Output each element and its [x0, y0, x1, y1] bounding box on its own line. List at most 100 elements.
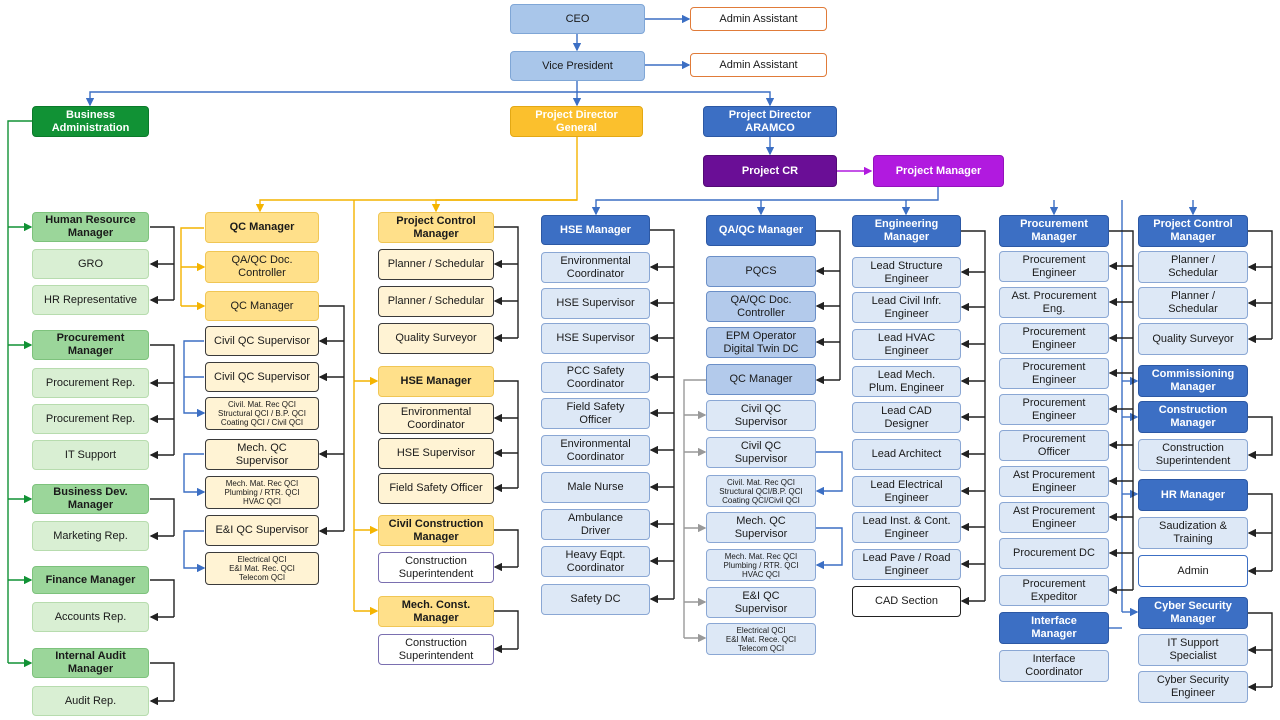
- interface-manager-box[interactable]: Interface Manager: [999, 612, 1109, 644]
- proc-item-4-box[interactable]: Procurement Engineer: [999, 358, 1109, 389]
- hr-manager-r-box[interactable]: HR Manager: [1138, 479, 1248, 511]
- mech-qci-box[interactable]: Mech. Mat. Rec QCI Plumbing / RTR. QCI H…: [205, 476, 319, 509]
- planner-schedular-2-box[interactable]: Planner / Schedular: [378, 286, 494, 317]
- epm-operator-box[interactable]: EPM Operator Digital Twin DC: [706, 327, 816, 358]
- ei-qci-aramco-box[interactable]: Electrical QCI E&I Mat. Rece. QCI Teleco…: [706, 623, 816, 655]
- ceo-box[interactable]: CEO: [510, 4, 645, 34]
- mech-const-manager-box[interactable]: Mech. Const. Manager: [378, 596, 494, 627]
- construction-superintendent-r-box[interactable]: Construction Superintendent: [1138, 439, 1248, 471]
- interface-coordinator-box[interactable]: Interface Coordinator: [999, 650, 1109, 682]
- civil-qc-supervisor-a2-box[interactable]: Civil QC Supervisor: [706, 437, 816, 468]
- construction-superintendent-2-box[interactable]: Construction Superintendent: [378, 634, 494, 665]
- hr-manager-box[interactable]: Human Resource Manager: [32, 212, 149, 242]
- civil-qc-supervisor-1-box[interactable]: Civil QC Supervisor: [205, 326, 319, 356]
- proc-item-5-box[interactable]: Procurement Engineer: [999, 394, 1109, 425]
- procurement-rep-2-box[interactable]: Procurement Rep.: [32, 404, 149, 434]
- audit-rep-box[interactable]: Audit Rep.: [32, 686, 149, 716]
- eng-item-5-box[interactable]: Lead CAD Designer: [852, 402, 961, 433]
- ei-qc-supervisor-box[interactable]: E&I QC Supervisor: [205, 515, 319, 546]
- project-director-general-box[interactable]: Project Director General: [510, 106, 643, 137]
- planner-schedular-r1-box[interactable]: Planner / Schedular: [1138, 251, 1248, 283]
- hse-manager-aramco-box[interactable]: HSE Manager: [541, 215, 650, 245]
- accounts-rep-box[interactable]: Accounts Rep.: [32, 602, 149, 632]
- construction-superintendent-1-box[interactable]: Construction Superintendent: [378, 552, 494, 583]
- civil-construction-manager-box[interactable]: Civil Construction Manager: [378, 515, 494, 546]
- cyber-security-engineer-box[interactable]: Cyber Security Engineer: [1138, 671, 1248, 703]
- eng-item-9-box[interactable]: Lead Pave / Road Engineer: [852, 549, 961, 580]
- proc-item-7-box[interactable]: Ast Procurement Engineer: [999, 466, 1109, 497]
- procurement-manager-pm-box[interactable]: Procurement Manager: [999, 215, 1109, 247]
- eng-item-8-box[interactable]: Lead Inst. & Cont. Engineer: [852, 512, 961, 543]
- engineering-manager-box[interactable]: Engineering Manager: [852, 215, 961, 247]
- saudization-training-box[interactable]: Saudization & Training: [1138, 517, 1248, 549]
- field-safety-officer-pdg-box[interactable]: Field Safety Officer: [378, 473, 494, 504]
- ei-qc-supervisor-aramco-box[interactable]: E&I QC Supervisor: [706, 587, 816, 618]
- civil-qci-aramco-box[interactable]: Civil. Mat. Rec QCI Structural QCI/B.P. …: [706, 475, 816, 507]
- ei-qci-box[interactable]: Electrical QCI E&I Mat. Rec. QCI Telecom…: [205, 552, 319, 585]
- proc-item-9-box[interactable]: Procurement DC: [999, 538, 1109, 569]
- admin-assistant-vp[interactable]: Admin Assistant: [690, 53, 827, 77]
- project-cr-box[interactable]: Project CR: [703, 155, 837, 187]
- eng-item-1-box[interactable]: Lead Structure Engineer: [852, 257, 961, 288]
- eng-item-3-box[interactable]: Lead HVAC Engineer: [852, 329, 961, 360]
- construction-manager-box[interactable]: Construction Manager: [1138, 401, 1248, 433]
- proc-item-3-box[interactable]: Procurement Engineer: [999, 323, 1109, 354]
- quality-surveyor-box[interactable]: Quality Surveyor: [378, 323, 494, 354]
- proc-item-2-box[interactable]: Ast. Procurement Eng.: [999, 287, 1109, 318]
- gro-box[interactable]: GRO: [32, 249, 149, 279]
- mech-qc-supervisor-aramco-box[interactable]: Mech. QC Supervisor: [706, 512, 816, 543]
- hse-item-7-box[interactable]: Male Nurse: [541, 472, 650, 503]
- civil-qci-box[interactable]: Civil. Mat. Rec QCI Structural QCI / B.P…: [205, 397, 319, 430]
- eng-item-6-box[interactable]: Lead Architect: [852, 439, 961, 470]
- hse-supervisor-pdg-box[interactable]: HSE Supervisor: [378, 438, 494, 469]
- vice-president-box[interactable]: Vice President: [510, 51, 645, 81]
- business-administration-box[interactable]: Business Administration: [32, 106, 149, 137]
- admin-assistant-ceo[interactable]: Admin Assistant: [690, 7, 827, 31]
- civil-qc-supervisor-a1-box[interactable]: Civil QC Supervisor: [706, 400, 816, 431]
- proc-item-8-box[interactable]: Ast Procurement Engineer: [999, 502, 1109, 533]
- hse-item-10-box[interactable]: Safety DC: [541, 584, 650, 615]
- proc-item-6-box[interactable]: Procurement Officer: [999, 430, 1109, 461]
- business-dev-manager-box[interactable]: Business Dev. Manager: [32, 484, 149, 514]
- finance-manager-box[interactable]: Finance Manager: [32, 566, 149, 594]
- admin-box[interactable]: Admin: [1138, 555, 1248, 587]
- pqcs-box[interactable]: PQCS: [706, 256, 816, 287]
- hse-item-5-box[interactable]: Field Safety Officer: [541, 398, 650, 429]
- hr-representative-box[interactable]: HR Representative: [32, 285, 149, 315]
- hse-item-9-box[interactable]: Heavy Eqpt. Coordinator: [541, 546, 650, 577]
- environmental-coordinator-pdg-box[interactable]: Environmental Coordinator: [378, 403, 494, 434]
- mech-qci-aramco-box[interactable]: Mech. Mat. Rec QCI Plumbing / RTR. QCI H…: [706, 549, 816, 581]
- quality-surveyor-r-box[interactable]: Quality Surveyor: [1138, 323, 1248, 355]
- planner-schedular-1-box[interactable]: Planner / Schedular: [378, 249, 494, 280]
- qc-manager-box[interactable]: QC Manager: [205, 291, 319, 321]
- internal-audit-manager-box[interactable]: Internal Audit Manager: [32, 648, 149, 678]
- qaqc-manager-aramco-box[interactable]: QA/QC Manager: [706, 215, 816, 246]
- project-manager-box[interactable]: Project Manager: [873, 155, 1004, 187]
- proc-item-1-box[interactable]: Procurement Engineer: [999, 251, 1109, 282]
- hse-item-3-box[interactable]: HSE Supervisor: [541, 323, 650, 354]
- hse-item-6-box[interactable]: Environmental Coordinator: [541, 435, 650, 466]
- it-support-box[interactable]: IT Support: [32, 440, 149, 470]
- project-control-manager-pm-box[interactable]: Project Control Manager: [1138, 215, 1248, 247]
- commissioning-manager-box[interactable]: Commissioning Manager: [1138, 365, 1248, 397]
- civil-qc-supervisor-2-box[interactable]: Civil QC Supervisor: [205, 362, 319, 392]
- qaqc-doc-controller-box[interactable]: QA/QC Doc. Controller: [205, 251, 319, 283]
- planner-schedular-r2-box[interactable]: Planner / Schedular: [1138, 287, 1248, 319]
- qaqc-doc-controller-aramco-box[interactable]: QA/QC Doc. Controller: [706, 291, 816, 322]
- mech-qc-supervisor-box[interactable]: Mech. QC Supervisor: [205, 439, 319, 470]
- cyber-security-manager-box[interactable]: Cyber Security Manager: [1138, 597, 1248, 629]
- hse-item-1-box[interactable]: Environmental Coordinator: [541, 252, 650, 283]
- it-support-specialist-box[interactable]: IT Support Specialist: [1138, 634, 1248, 666]
- qc-manager-aramco-box[interactable]: QC Manager: [706, 364, 816, 395]
- marketing-rep-box[interactable]: Marketing Rep.: [32, 521, 149, 551]
- qc-manager-head-box[interactable]: QC Manager: [205, 212, 319, 243]
- hse-item-8-box[interactable]: Ambulance Driver: [541, 509, 650, 540]
- project-director-aramco-box[interactable]: Project Director ARAMCO: [703, 106, 837, 137]
- cad-section-box[interactable]: CAD Section: [852, 586, 961, 617]
- eng-item-7-box[interactable]: Lead Electrical Engineer: [852, 476, 961, 507]
- project-control-manager-box[interactable]: Project Control Manager: [378, 212, 494, 243]
- procurement-rep-1-box[interactable]: Procurement Rep.: [32, 368, 149, 398]
- hse-item-4-box[interactable]: PCC Safety Coordinator: [541, 362, 650, 393]
- eng-item-2-box[interactable]: Lead Civil Infr. Engineer: [852, 292, 961, 323]
- hse-item-2-box[interactable]: HSE Supervisor: [541, 288, 650, 319]
